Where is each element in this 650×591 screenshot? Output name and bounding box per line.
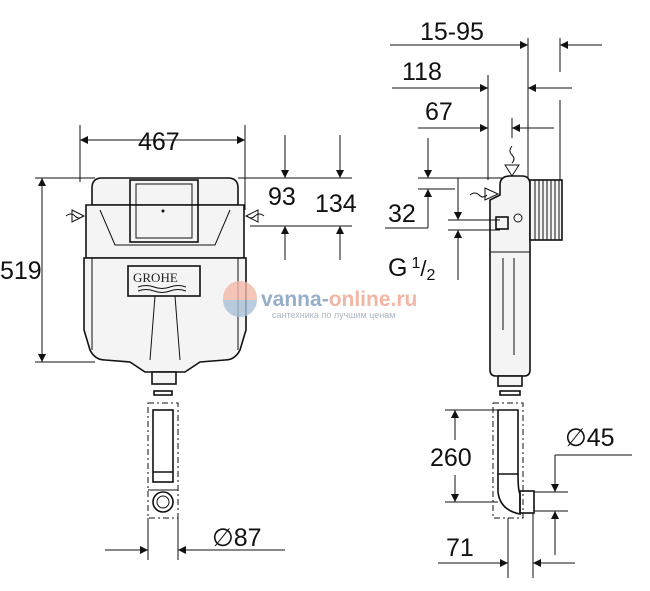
dim-label-32: 32	[388, 200, 416, 228]
dim-label-71: 71	[446, 534, 474, 562]
dimension-118: 118	[392, 58, 572, 180]
dim-label-87: ∅87	[212, 524, 262, 552]
dimension-15-95: 15-95	[390, 18, 602, 180]
side-view-cistern	[469, 145, 563, 387]
front-drain-pipe: ∅87	[105, 390, 285, 560]
watermark: vanna-online.ru сантехника по лучшим цен…	[223, 281, 417, 320]
grohe-logo: GROHE	[133, 270, 178, 285]
dimension-height-519: 519	[0, 177, 95, 363]
dim-label-45: ∅45	[565, 424, 615, 452]
front-view-cistern: GROHE	[65, 177, 265, 385]
side-drain-elbow: 260 ∅45 71	[430, 390, 632, 578]
dim-label-118: 118	[402, 58, 442, 86]
dim-label-519: 519	[0, 257, 42, 285]
watermark-tagline: сантехника по лучшим ценам	[272, 310, 395, 320]
dimension-67: 67	[418, 98, 554, 138]
dim-label-134: 134	[315, 190, 357, 218]
dim-label-467: 467	[138, 128, 180, 156]
dimension-width-467: 467	[79, 125, 246, 210]
dim-label-15-95: 15-95	[420, 18, 484, 46]
dim-label-93: 93	[268, 183, 296, 211]
dimension-inlet-93-134: 93 134	[238, 135, 357, 260]
grohe-logo-plate	[127, 265, 201, 297]
dim-label-67: 67	[425, 98, 453, 126]
dim-label-260: 260	[430, 444, 472, 472]
watermark-brand: vanna-online.ru	[261, 288, 417, 311]
